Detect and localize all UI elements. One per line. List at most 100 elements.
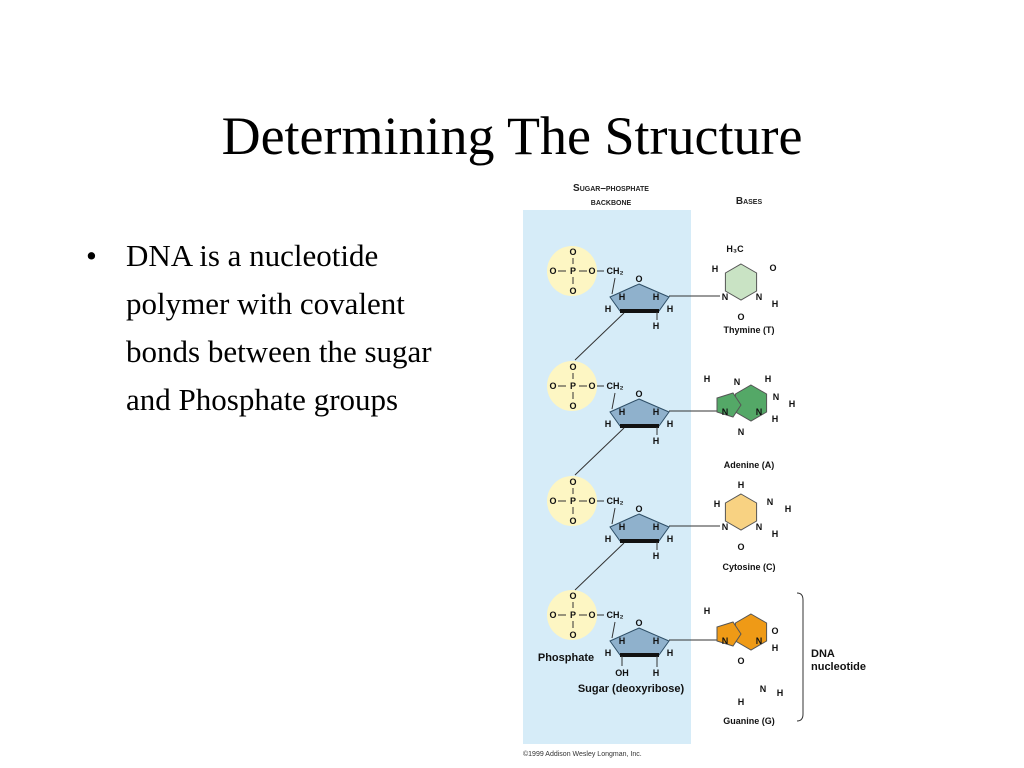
dna-nucleotide-label-line1: DNA [811, 648, 835, 660]
atom: O [737, 542, 744, 552]
atom-o: O [569, 247, 576, 257]
atom-o: O [635, 389, 642, 399]
atom-o: O [588, 496, 595, 506]
bullet-text: DNA is a nucleotide polymer with covalen… [126, 238, 432, 417]
atom-h: H [772, 529, 779, 539]
atom-h3c: H₃C [726, 244, 744, 254]
atom-ch2: CH₂ [607, 266, 624, 276]
phosphate-circle [547, 246, 597, 296]
atom-h: H [653, 668, 660, 678]
atom-h: H [667, 534, 674, 544]
atom-n: N [722, 407, 729, 417]
atom-n: N [756, 292, 763, 302]
atom-o: O [769, 263, 776, 273]
atom-h: H [704, 606, 711, 616]
atom-n: N [722, 292, 729, 302]
backbone-link [574, 312, 625, 361]
atom-h: H [765, 374, 772, 384]
atom-n: N [722, 636, 729, 646]
atom-h: H [653, 551, 660, 561]
bullet-dot: • [86, 238, 97, 273]
atom-o: O [549, 381, 556, 391]
base-ring [724, 493, 758, 531]
atom-o: O [588, 610, 595, 620]
atom-h: H [605, 304, 612, 314]
atom-n: N [773, 392, 780, 402]
atom-ch2: CH₂ [607, 610, 624, 620]
atom-o: O [588, 381, 595, 391]
bond [611, 507, 616, 525]
atom-o: O [569, 591, 576, 601]
atom-p: P [570, 496, 576, 506]
atom-h: H [785, 504, 792, 514]
atom-o: O [569, 477, 576, 487]
backbone-link [574, 427, 625, 476]
atom-h: H [605, 648, 612, 658]
phosphate-circle [547, 361, 597, 411]
atom: O [737, 656, 744, 666]
atom-o: O [569, 630, 576, 640]
atom-ch2: CH₂ [607, 496, 624, 506]
atom-p: P [570, 610, 576, 620]
atom-o: O [549, 496, 556, 506]
base-ring [716, 621, 742, 647]
base-ring [716, 392, 742, 418]
atom-h: H [653, 292, 660, 302]
base-name: Adenine (A) [724, 460, 775, 470]
atom-n: N [756, 636, 763, 646]
atom-n: N [760, 684, 767, 694]
base-name: Guanine (G) [723, 716, 775, 726]
atom-h: H [772, 414, 779, 424]
atom-h: H [653, 522, 660, 532]
atom-h: H [605, 419, 612, 429]
atom-h: H [605, 534, 612, 544]
atom-h: H [712, 264, 719, 274]
atom-o: O [569, 401, 576, 411]
bullet-list: • DNA is a nucleotide polymer with coval… [84, 232, 464, 424]
atom-o: O [635, 618, 642, 628]
atom-n: N [734, 377, 741, 387]
copyright-note: ©1999 Addison Wesley Longman, Inc. [523, 750, 642, 758]
atom-o: O [635, 274, 642, 284]
atom-h: H [619, 636, 626, 646]
atom-h: H [789, 399, 796, 409]
atom-o: O [549, 610, 556, 620]
backbone-link [574, 542, 625, 591]
atom-h: H [772, 299, 779, 309]
sugar-label: Sugar (deoxyribose) [578, 683, 685, 695]
atom-h: H [653, 636, 660, 646]
atom-h: H [667, 648, 674, 658]
atom-o: O [635, 504, 642, 514]
atom-h: H [653, 407, 660, 417]
base-name: Cytosine (C) [722, 562, 775, 572]
atom-o: O [569, 286, 576, 296]
bond [611, 621, 616, 639]
bond [611, 277, 616, 295]
atom-h: H [738, 480, 745, 490]
atom-h: H [772, 643, 779, 653]
atom-h: H [777, 688, 784, 698]
atom-h: H [619, 292, 626, 302]
atom-o: O [588, 266, 595, 276]
atom-p: P [570, 266, 576, 276]
atom-o: O [569, 516, 576, 526]
phosphate-circle [547, 590, 597, 640]
atom-h: H [667, 419, 674, 429]
atom-h: H [619, 407, 626, 417]
atom-n: N [756, 522, 763, 532]
atom-n: N [767, 497, 774, 507]
base-ring [734, 384, 768, 422]
atom-h: H [704, 374, 711, 384]
slide-title: Determining The Structure [221, 106, 803, 166]
atom-oh: OH [615, 668, 629, 678]
atom-h: H [714, 499, 721, 509]
atom-p: P [570, 381, 576, 391]
atom-n: N [756, 407, 763, 417]
header-backbone-line2: backbone [591, 197, 632, 208]
atom-h: H [738, 697, 745, 707]
